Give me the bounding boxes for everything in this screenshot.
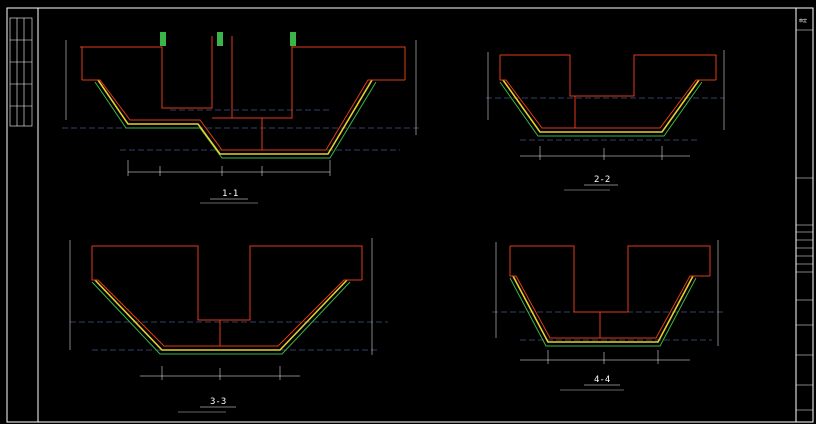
- section-1-1: 1-1: [62, 32, 420, 204]
- section-2-2: 2-2: [486, 50, 725, 191]
- concrete-1-1: [80, 36, 406, 151]
- section-2-2-label: 2-2: [594, 175, 610, 185]
- sheet-frame: [6, 7, 814, 423]
- title-block-text: 审定: [799, 17, 807, 23]
- section-4-4: 4-4: [492, 240, 726, 391]
- section-1-1-label: 1-1: [222, 189, 238, 199]
- binding-strip: [9, 17, 33, 127]
- title-block: [796, 29, 813, 411]
- rebar-1-1: [97, 79, 373, 155]
- section-3-3: 3-3: [69, 238, 388, 413]
- section-3-3-label: 3-3: [210, 397, 226, 407]
- section-4-4-label: 4-4: [594, 375, 610, 385]
